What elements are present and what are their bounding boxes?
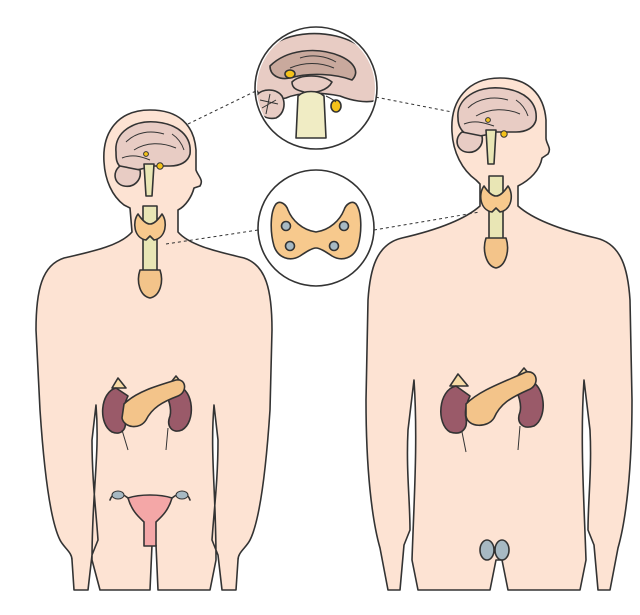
female-body-outline [35, 109, 273, 591]
pituitary-gland-detail [330, 99, 342, 113]
male-ureter-left [461, 431, 467, 453]
female-ureter-left [121, 429, 129, 451]
female-ovary-right [175, 490, 189, 500]
leader-male-brain [369, 95, 453, 113]
male-cerebellum [456, 131, 484, 154]
female-pineal-gland [143, 151, 149, 157]
female-brain [115, 121, 191, 171]
parathyroid-gland-upper-left [280, 220, 292, 232]
female-pancreas [121, 379, 186, 428]
female-trachea [142, 205, 158, 277]
male-thymus [483, 237, 509, 269]
male-pituitary-gland [500, 130, 508, 138]
callout-leader-lines [165, 87, 481, 245]
female-pituitary-gland [156, 162, 164, 170]
female-ovary-left [111, 490, 125, 500]
female-ureter-right [165, 427, 169, 451]
male-pineal-gland [485, 117, 491, 123]
male-testis-left [479, 539, 495, 561]
male-brainstem [485, 129, 497, 165]
female-brain-folds [121, 131, 185, 161]
female-brainstem [143, 163, 155, 197]
female-thyroid-gland [133, 213, 167, 241]
pituitary-stalk [325, 95, 337, 103]
male-pancreas [465, 371, 537, 427]
brain-callout-thalamus [291, 75, 333, 94]
male-testis-right [494, 539, 510, 561]
male-figure [365, 77, 633, 591]
parathyroid-gland-upper-right [338, 220, 350, 232]
male-thyroid-gland [479, 185, 513, 213]
female-cerebellum [114, 165, 142, 188]
female-figure [35, 109, 273, 591]
pineal-gland-detail [284, 69, 296, 79]
parathyroid-gland-lower-right [328, 240, 340, 252]
male-body-outline [365, 77, 633, 591]
brain-callout [254, 26, 378, 150]
male-brain [457, 87, 537, 137]
brain-callout-brainstem [295, 90, 327, 139]
male-ureter-right [517, 425, 521, 451]
brain-callout-cerebellum-folds [259, 93, 279, 115]
female-thymus [137, 269, 163, 299]
brain-callout-folds [289, 55, 337, 69]
parathyroid-gland-lower-left [284, 240, 296, 252]
female-uterus [127, 494, 173, 547]
thyroid-callout [257, 169, 375, 287]
male-brain-folds [463, 97, 529, 127]
male-adrenal-left [449, 373, 469, 387]
leader-female-brain [187, 87, 263, 125]
female-adrenal-left [111, 377, 127, 389]
